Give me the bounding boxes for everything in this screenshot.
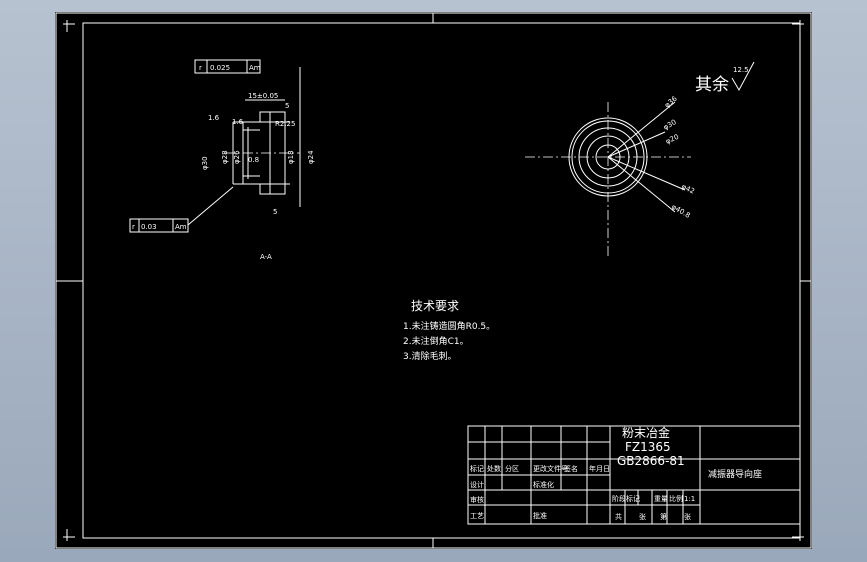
surface-finish-label: 其余 xyxy=(695,75,729,95)
dim-d24: φ24 xyxy=(307,150,315,164)
tb-sheet-2: 张 xyxy=(684,512,691,521)
part-name: 减振器导向座 xyxy=(708,468,762,480)
dim-5-top: 5 xyxy=(285,102,289,110)
circle-dim-3: φ20 xyxy=(664,133,680,146)
tb-no: 第 xyxy=(660,512,667,521)
tb-standardize: 标准化 xyxy=(533,480,554,489)
dim-5-bottom: 5 xyxy=(273,208,277,216)
tb-stage: 阶段标记 xyxy=(612,494,640,503)
tol-top-ref: Am xyxy=(249,64,261,72)
circle-dim-2: φ30 xyxy=(662,118,678,132)
tech-req-title: 技术要求 xyxy=(411,299,459,313)
surface-finish-value: 12.5 xyxy=(733,66,749,74)
tb-zone: 分区 xyxy=(505,464,519,473)
tol-top-value: 0.025 xyxy=(210,64,230,72)
circle-dim-5: φ40.8 xyxy=(670,203,692,220)
tb-scale-value: 1:1 xyxy=(684,495,695,503)
tol-top-symbol: r xyxy=(199,64,202,72)
corner-marks xyxy=(63,20,804,541)
standard: GB2866-81 xyxy=(617,454,685,468)
dim-rough-3: 0.8 xyxy=(248,156,259,164)
tech-req-3: 3.清除毛刺。 xyxy=(403,350,457,362)
tb-review: 审核 xyxy=(470,495,484,504)
tb-mark: 标记 xyxy=(470,464,484,473)
tech-requirements: 技术要求 1.未注铸造圆角R0.5。 2.未注倒角C1。 3.清除毛刺。 xyxy=(403,299,495,362)
dim-radius: R2.25 xyxy=(275,120,295,128)
roughness-symbol xyxy=(731,61,755,92)
tol-bottom-symbol: r xyxy=(132,223,135,231)
tech-req-2: 2.未注倒角C1。 xyxy=(403,335,469,347)
tb-date: 年月日 xyxy=(589,464,610,473)
tb-process: 工艺 xyxy=(470,512,484,520)
tb-sign: 签名 xyxy=(564,464,578,473)
section-view: r 0.025 Am 15±0.05 5 5 R2.25 1.6 1.6 0.8 xyxy=(129,59,315,261)
material: 粉末冶金 xyxy=(622,425,670,440)
section-note: A-A xyxy=(260,253,272,261)
dim-rough-1: 1.6 xyxy=(208,114,220,122)
tb-total: 共 xyxy=(615,512,622,521)
centering-marks xyxy=(56,13,811,548)
drawing-sheet: r 0.025 Am 15±0.05 5 5 R2.25 1.6 1.6 0.8 xyxy=(55,12,812,549)
dim-d28: φ28 xyxy=(221,150,229,164)
tb-change-doc: 更改文件号 xyxy=(533,464,568,473)
drawing-canvas: r 0.025 Am 15±0.05 5 5 R2.25 1.6 1.6 0.8 xyxy=(55,12,812,549)
inner-frame xyxy=(82,22,801,539)
tb-weight: 重量 xyxy=(654,495,668,503)
tolerance-frame-top xyxy=(194,59,261,74)
dim-d18: φ18 xyxy=(287,150,295,164)
tolerance-frame-bottom xyxy=(129,218,189,233)
dim-d26: φ26 xyxy=(233,150,241,164)
grade: FZ1365 xyxy=(625,440,671,454)
tol-bottom-value: 0.03 xyxy=(141,223,157,231)
circle-dim-4: φ42 xyxy=(680,183,696,196)
dim-d30: φ30 xyxy=(201,156,209,170)
tb-scale: 比例 xyxy=(669,494,683,503)
title-block: 粉末冶金 FZ1365 GB2866-81 减振器导向座 标记 处数 分区 更改… xyxy=(467,425,801,525)
dim-rough-2: 1.6 xyxy=(232,118,244,126)
front-view: φ36 φ30 φ20 φ42 φ40.8 其余 12.5 xyxy=(525,61,755,257)
circle-dim-1: φ36 xyxy=(663,94,679,109)
dim-width: 15±0.05 xyxy=(248,92,278,100)
tb-design: 设计 xyxy=(470,480,484,489)
tb-count: 处数 xyxy=(487,464,501,473)
tb-sheet-1: 张 xyxy=(639,512,646,521)
tb-approve: 批准 xyxy=(533,511,547,520)
tol-bottom-ref: Am xyxy=(175,223,187,231)
tech-req-1: 1.未注铸造圆角R0.5。 xyxy=(403,320,495,332)
